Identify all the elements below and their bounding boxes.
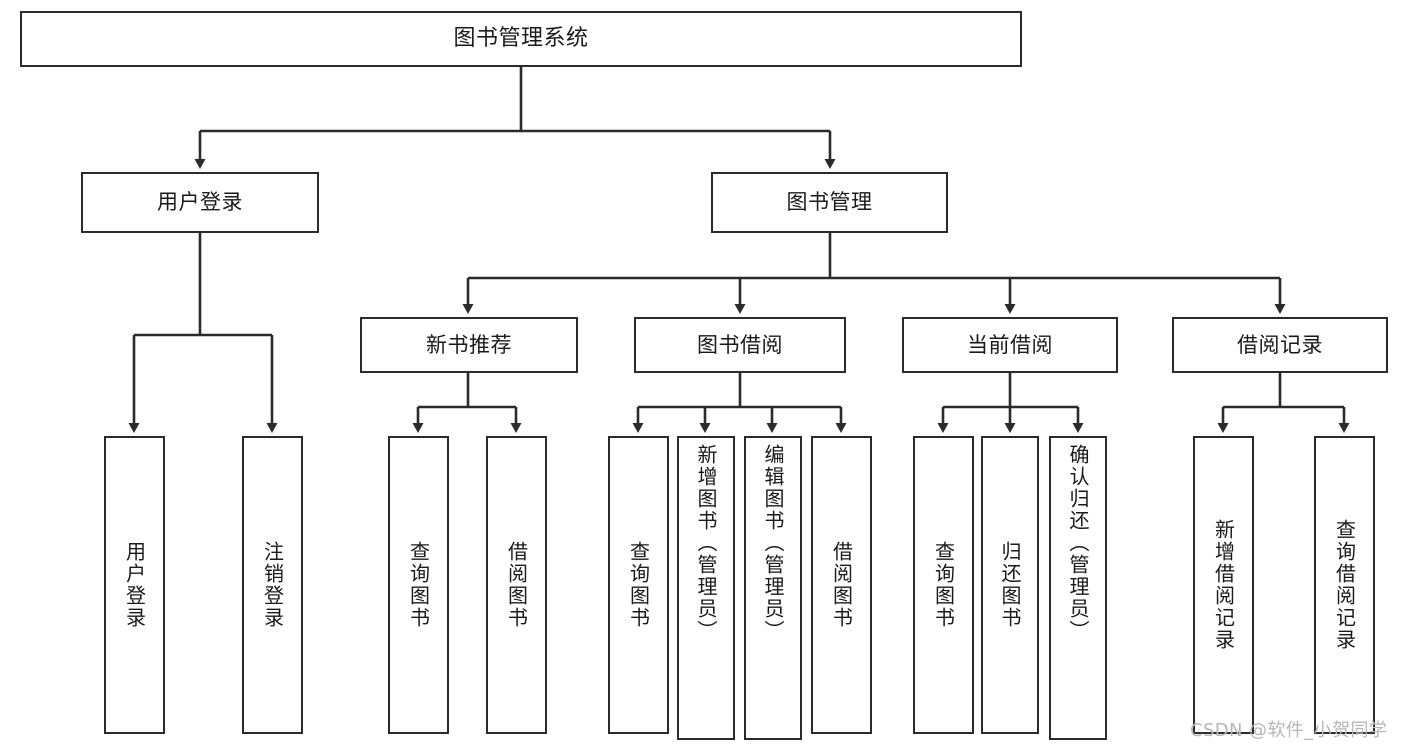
leaf-query-book-new[interactable]: 查询图书 <box>388 436 449 734</box>
node-borrow-record[interactable]: 借阅记录 <box>1172 317 1388 373</box>
node-label: 借阅记录 <box>1237 332 1323 357</box>
leaf-query-borrow-record[interactable]: 查询借阅记录 <box>1314 436 1375 734</box>
node-label: 用户登录 <box>122 541 147 629</box>
node-label: 注销登录 <box>260 541 285 629</box>
node-label: 确认归还（管理员） <box>1066 444 1090 642</box>
leaf-query-book-current[interactable]: 查询图书 <box>913 436 974 734</box>
node-label: 当前借阅 <box>967 332 1053 357</box>
node-label: 编辑图书（管理员） <box>761 444 785 642</box>
leaf-borrow-book[interactable]: 借阅图书 <box>811 436 872 734</box>
node-label: 图书借阅 <box>697 332 783 357</box>
node-label: 用户登录 <box>157 190 243 215</box>
node-label: 图书管理系统 <box>453 26 589 52</box>
leaf-confirm-return-admin[interactable]: 确认归还（管理员） <box>1049 436 1107 740</box>
leaf-edit-book-admin[interactable]: 编辑图书（管理员） <box>744 436 802 740</box>
node-label: 查询借阅记录 <box>1332 519 1357 651</box>
node-label: 借阅图书 <box>504 541 529 629</box>
leaf-borrow-book-new[interactable]: 借阅图书 <box>486 436 547 734</box>
node-book-management[interactable]: 图书管理 <box>711 172 948 233</box>
csdn-watermark: CSDN @软件_小贺同学 <box>1190 720 1388 741</box>
node-new-book-recommend[interactable]: 新书推荐 <box>360 317 578 373</box>
node-user-login[interactable]: 用户登录 <box>81 172 319 233</box>
node-current-borrow[interactable]: 当前借阅 <box>902 317 1118 373</box>
node-label: 图书管理 <box>786 190 873 215</box>
node-label: 查询图书 <box>931 541 956 629</box>
leaf-add-book-admin[interactable]: 新增图书（管理员） <box>677 436 735 740</box>
node-label: 借阅图书 <box>829 541 854 629</box>
leaf-return-book[interactable]: 归还图书 <box>981 436 1039 734</box>
node-label: 查询图书 <box>406 541 431 629</box>
leaf-query-book-borrow[interactable]: 查询图书 <box>608 436 669 734</box>
node-label: 新增借阅记录 <box>1211 519 1236 651</box>
node-book-borrow[interactable]: 图书借阅 <box>634 317 846 373</box>
node-label: 查询图书 <box>626 541 651 629</box>
node-label: 新书推荐 <box>426 332 512 357</box>
leaf-user-login[interactable]: 用户登录 <box>104 436 165 734</box>
leaf-user-logout[interactable]: 注销登录 <box>242 436 303 734</box>
leaf-add-borrow-record[interactable]: 新增借阅记录 <box>1193 436 1254 734</box>
node-label: 新增图书（管理员） <box>694 444 718 642</box>
node-root-system[interactable]: 图书管理系统 <box>20 11 1022 67</box>
node-label: 归还图书 <box>998 541 1022 629</box>
